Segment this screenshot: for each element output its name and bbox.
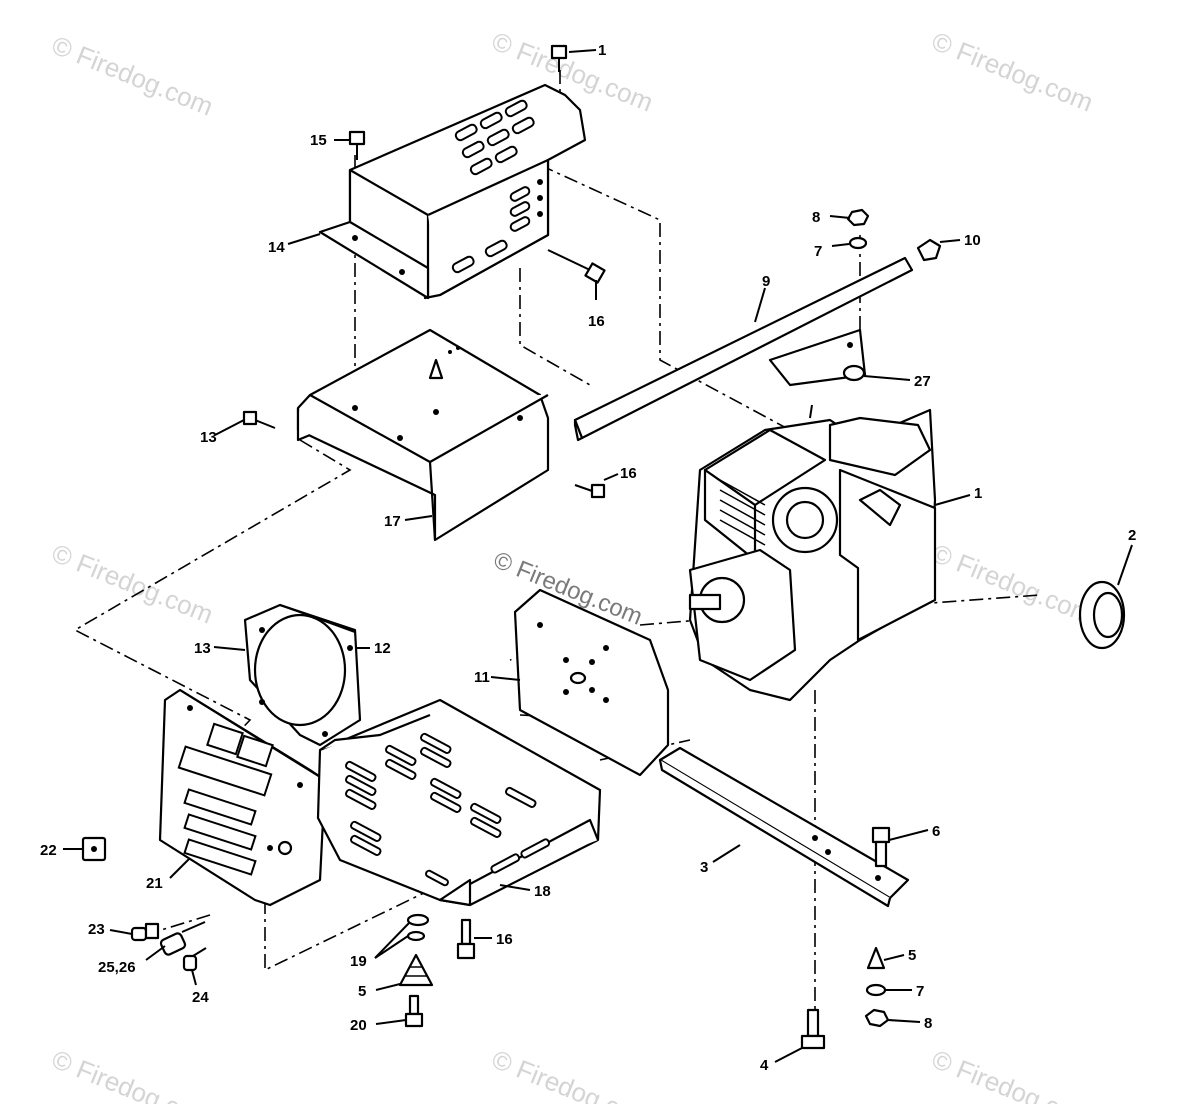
watermark-bottom-right: © Firedog.com xyxy=(928,1044,1098,1104)
watermark-bottom-center: © Firedog.com xyxy=(488,1044,658,1104)
fitting-24 xyxy=(182,947,207,972)
callout-19: 19 xyxy=(350,953,367,970)
muffler-shield xyxy=(296,328,550,542)
washer-7-bottom xyxy=(865,983,887,997)
callout-16-a: 16 xyxy=(588,313,605,330)
callout-16-c: 16 xyxy=(496,931,513,948)
flange xyxy=(1078,580,1126,650)
callout-8-bottom: 8 xyxy=(924,1015,932,1032)
control-panel xyxy=(158,688,327,907)
screw-16-b xyxy=(574,483,606,499)
watermark-mid-right: © Firedog.com xyxy=(928,538,1098,630)
callout-8-top: 8 xyxy=(812,209,820,226)
top-cover xyxy=(318,83,587,300)
callout-14: 14 xyxy=(268,239,285,256)
callout-9: 9 xyxy=(762,273,770,290)
watermark-mid-left: © Firedog.com xyxy=(48,538,218,630)
screw-20 xyxy=(404,994,424,1028)
bottom-rail xyxy=(658,746,910,908)
fan-shroud xyxy=(243,603,362,747)
callout-25-26: 25,26 xyxy=(98,959,136,976)
callout-18: 18 xyxy=(534,883,551,900)
outlet-22 xyxy=(81,836,107,862)
fitting-23 xyxy=(130,922,160,942)
callout-15: 15 xyxy=(310,132,327,149)
callout-1-engine: 1 xyxy=(974,485,982,502)
leader-lines xyxy=(63,49,1133,1063)
end-cap-10 xyxy=(916,238,942,262)
callout-16-b: 16 xyxy=(620,465,637,482)
washer-7-top xyxy=(848,236,868,250)
screw-16-a xyxy=(547,249,606,284)
base-pan-vents xyxy=(345,732,551,887)
callout-6: 6 xyxy=(932,823,940,840)
top-rail xyxy=(573,256,914,442)
callout-7-top: 7 xyxy=(814,243,822,260)
callout-labels: 1 15 14 16 8 7 10 9 27 13 17 16 1 2 13 1… xyxy=(40,42,1136,1074)
callout-7-bottom: 7 xyxy=(916,983,924,1000)
callout-13-screw: 13 xyxy=(200,429,217,446)
nut-8-top xyxy=(846,208,870,227)
callout-1-top: 1 xyxy=(598,42,606,59)
screw-15 xyxy=(348,130,366,160)
callout-5-right: 5 xyxy=(908,947,916,964)
screw-13-small xyxy=(242,410,276,429)
bolt-4 xyxy=(800,1008,826,1050)
fitting-25-26 xyxy=(159,921,206,956)
watermark-layer: © Firedog.com © Firedog.com © Firedog.co… xyxy=(48,26,1098,1104)
callout-11: 11 xyxy=(474,669,490,686)
callout-5-left: 5 xyxy=(358,983,366,1000)
bolt-6 xyxy=(871,826,891,868)
callout-17: 17 xyxy=(384,513,401,530)
watermark-top-right: © Firedog.com xyxy=(928,26,1098,118)
callout-12: 12 xyxy=(374,640,391,657)
engine xyxy=(688,404,937,702)
screw-16-c xyxy=(456,918,476,960)
washers-19 xyxy=(406,913,430,942)
base-pan xyxy=(316,698,602,907)
callout-2: 2 xyxy=(1128,527,1136,544)
callout-10: 10 xyxy=(964,232,981,249)
watermark-top-left: © Firedog.com xyxy=(48,30,218,122)
callout-3: 3 xyxy=(700,859,708,876)
end-plate xyxy=(513,588,670,777)
washer-27 xyxy=(842,364,866,382)
screw-1-top xyxy=(550,44,568,72)
nut-8-bottom xyxy=(864,1008,890,1028)
callout-13: 13 xyxy=(194,640,211,657)
mount-5-right xyxy=(866,946,886,970)
callout-20: 20 xyxy=(350,1017,367,1034)
callout-21: 21 xyxy=(146,875,163,892)
callout-27: 27 xyxy=(914,373,931,390)
mount-5-left xyxy=(398,953,434,987)
top-cover-vents xyxy=(352,99,543,275)
callout-24: 24 xyxy=(192,989,209,1006)
watermark-bottom-left: © Firedog.com xyxy=(48,1044,218,1104)
callout-4: 4 xyxy=(760,1057,769,1074)
callout-23: 23 xyxy=(88,921,105,938)
callout-22: 22 xyxy=(40,842,57,859)
